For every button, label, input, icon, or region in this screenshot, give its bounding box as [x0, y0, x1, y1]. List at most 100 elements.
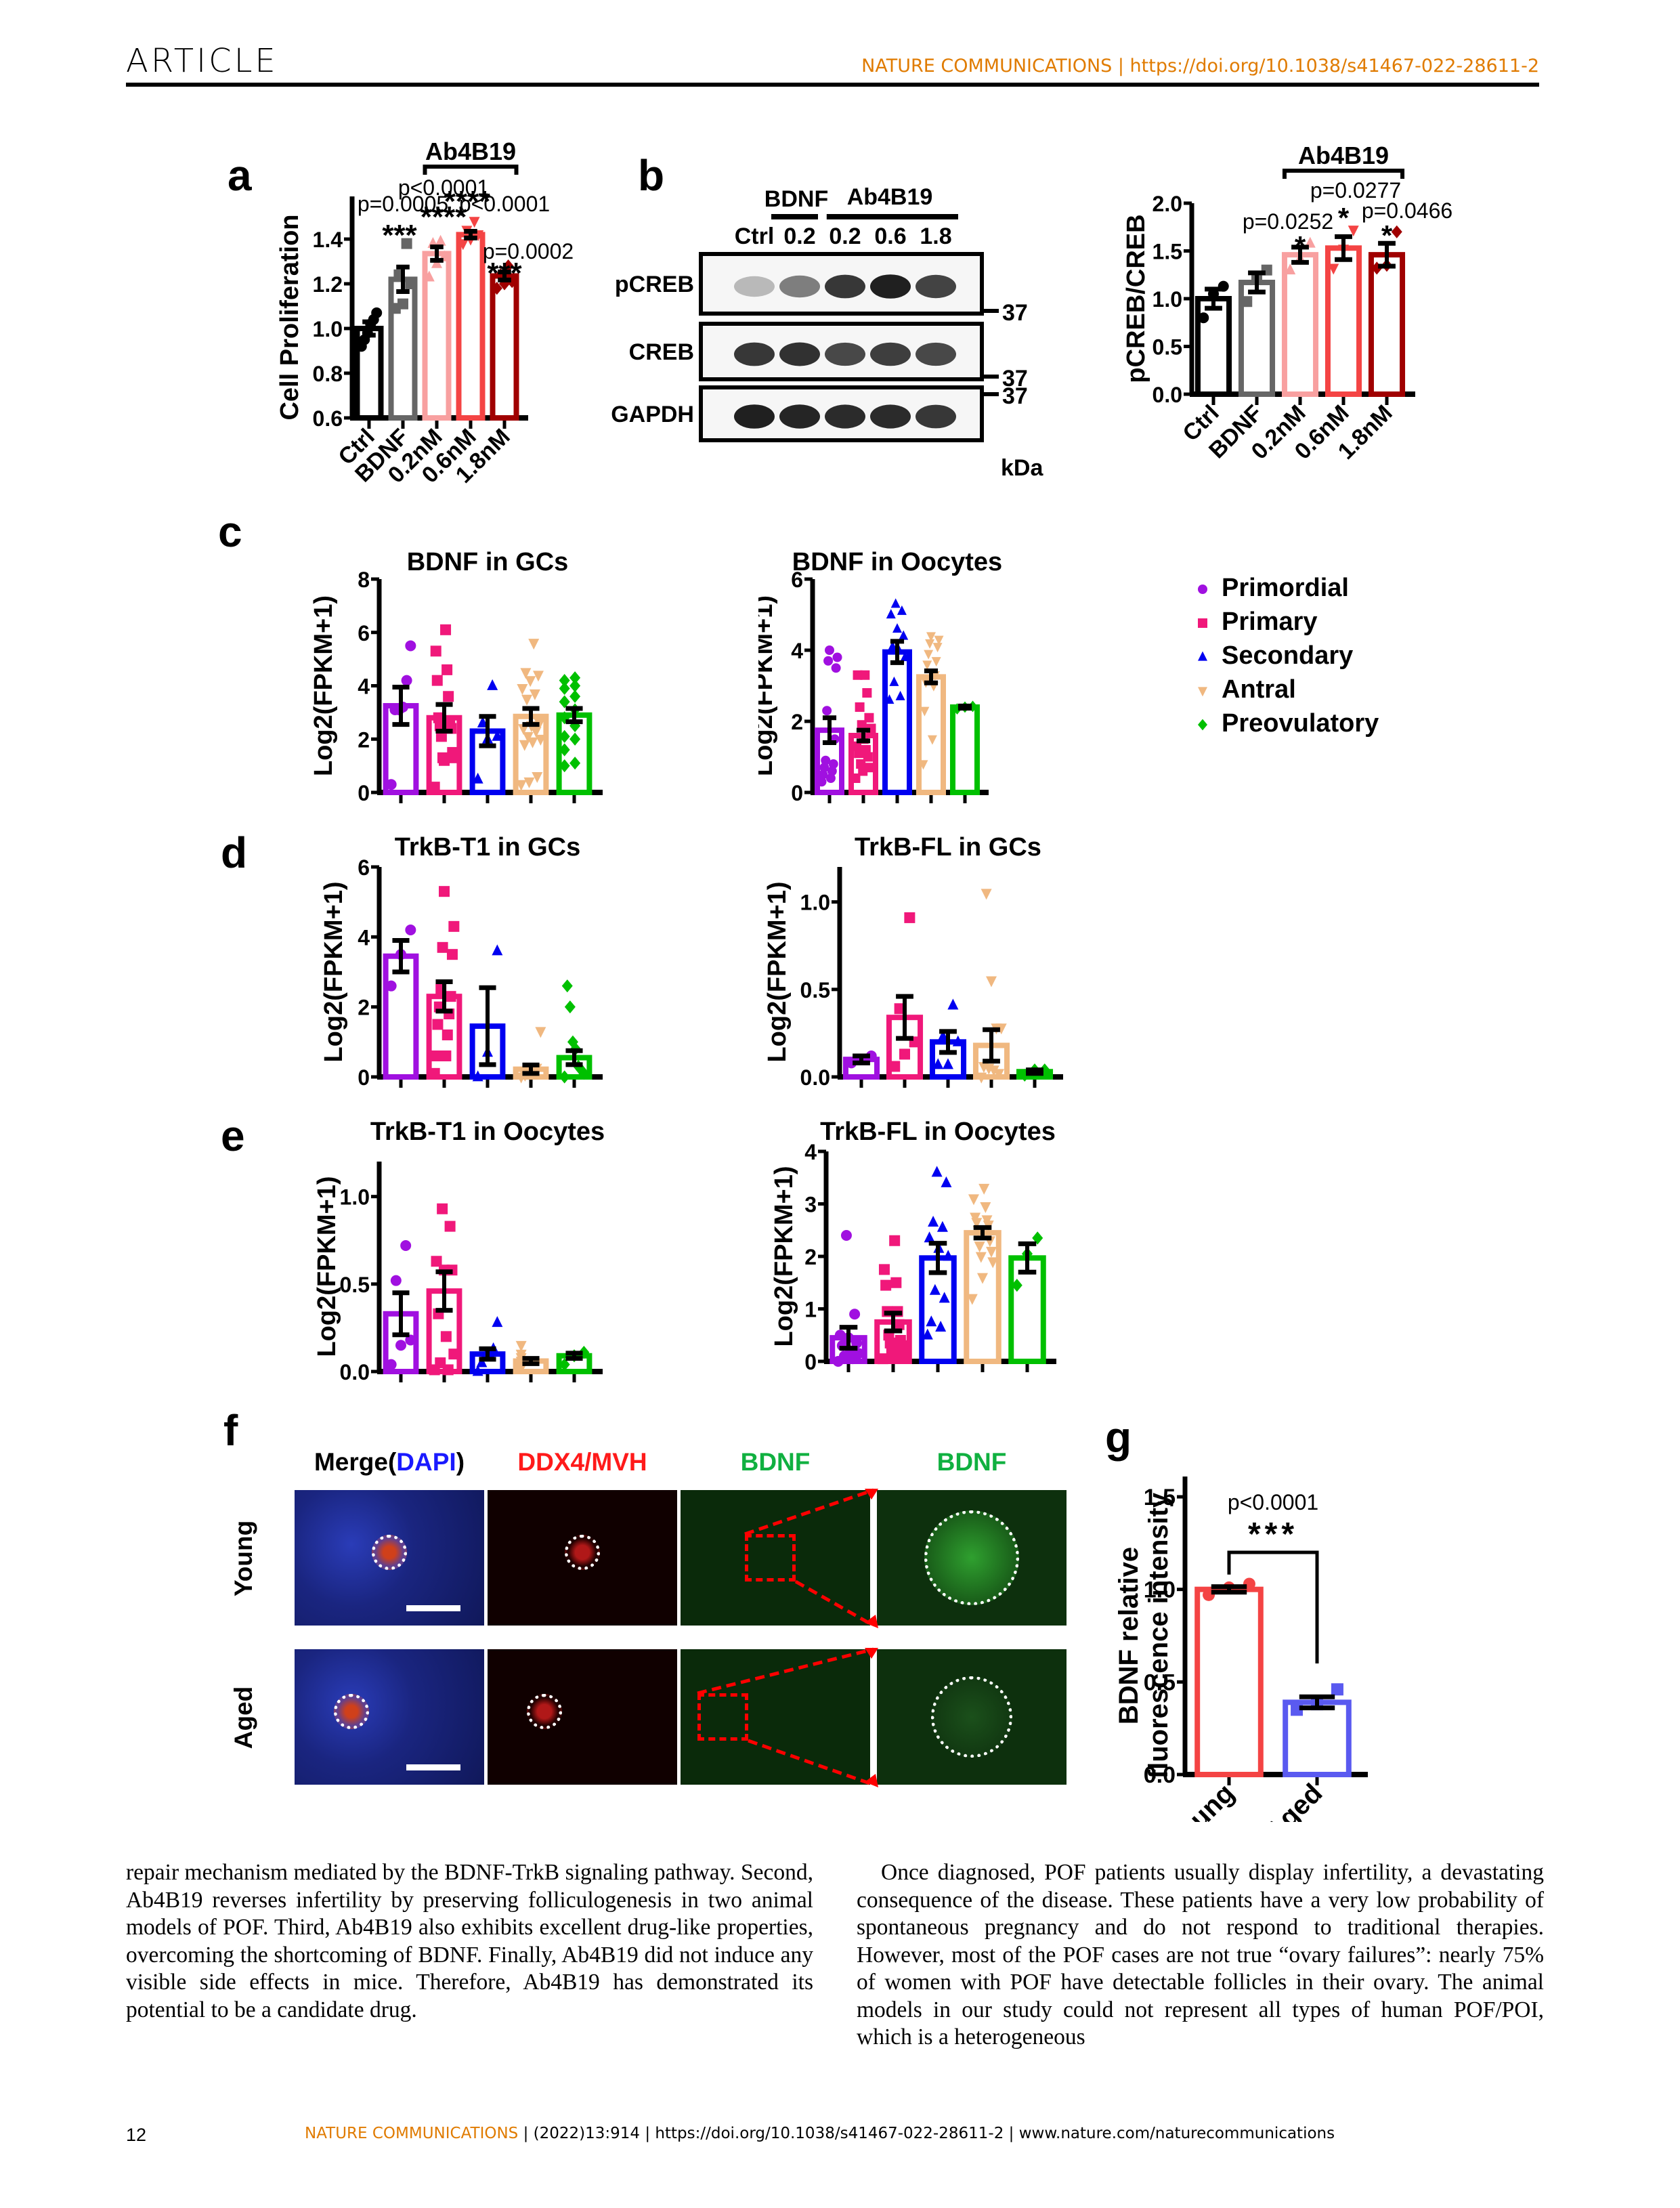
data-point	[929, 1283, 941, 1295]
blot-band	[870, 342, 911, 366]
y-axis-label: Log2(FPKM+1)	[309, 595, 338, 776]
data-point	[819, 763, 830, 773]
data-point	[924, 1231, 935, 1243]
data-point	[855, 702, 865, 712]
micrograph-tile	[877, 1490, 1067, 1626]
legend-label: Antral	[1222, 675, 1296, 704]
y-tick-label: 0	[804, 1350, 817, 1374]
blot-band	[916, 274, 956, 299]
data-point	[1371, 261, 1383, 275]
blot-band	[825, 404, 865, 429]
data-point	[987, 1257, 999, 1269]
oocyte-outline	[372, 1535, 407, 1570]
p-value-label: p=0.0466	[1362, 198, 1452, 223]
data-point	[535, 734, 546, 746]
data-point	[986, 976, 997, 988]
p-value-label: p=0.0252	[1243, 209, 1333, 234]
zoom-arrow	[697, 1647, 874, 1695]
point-group	[932, 998, 964, 1069]
data-point	[578, 1345, 590, 1359]
data-point	[440, 1331, 452, 1342]
data-point	[880, 1279, 892, 1291]
y-tick-label: 4	[358, 925, 370, 950]
blot-band	[734, 342, 775, 366]
data-point	[924, 650, 934, 660]
y-tick-label: 1.0	[800, 891, 830, 915]
data-point	[431, 675, 443, 686]
data-point	[530, 727, 542, 738]
point-group	[966, 1183, 999, 1305]
lane-label: 1.8	[920, 224, 951, 249]
data-point	[371, 307, 383, 318]
data-point	[922, 660, 932, 671]
data-point	[437, 941, 448, 953]
data-point	[893, 1319, 905, 1330]
data-point	[564, 1000, 576, 1014]
journal-doi-header[interactable]: NATURE COMMUNICATIONS | https://doi.org/…	[861, 56, 1539, 77]
oocyte-outline	[527, 1694, 562, 1729]
channel-header-part: BDNF	[936, 1448, 1007, 1476]
data-point	[440, 1050, 452, 1061]
data-point	[576, 1063, 587, 1077]
data-point	[515, 780, 527, 791]
y-tick-label: 0.0	[340, 1360, 370, 1384]
y-tick-label: 0.0	[1153, 383, 1182, 407]
y-tick-label: 4	[804, 1140, 817, 1164]
data-point	[561, 979, 573, 993]
data-point	[492, 1316, 503, 1328]
data-point	[888, 641, 898, 651]
data-point	[1019, 1068, 1031, 1082]
data-point	[397, 298, 408, 310]
blot-band	[779, 404, 820, 429]
legend-marker	[1198, 687, 1207, 697]
data-point	[385, 980, 397, 992]
y-tick-label: 2	[791, 710, 803, 734]
body-text-left-column: repair mechanism mediated by the BDNF-Tr…	[126, 1859, 813, 2024]
blot-row-label: CREB	[629, 339, 694, 365]
data-point	[492, 729, 503, 741]
data-point	[943, 1058, 953, 1069]
data-point	[443, 691, 454, 702]
channel-header-part: Merge(	[314, 1448, 397, 1476]
data-point	[448, 1349, 460, 1360]
data-point	[432, 1019, 444, 1030]
bar	[456, 232, 486, 421]
micrograph-tile	[681, 1490, 870, 1626]
data-point	[986, 1246, 997, 1258]
data-point	[520, 668, 532, 679]
data-point	[395, 1340, 406, 1351]
zoom-arrow	[748, 1739, 874, 1787]
data-point	[401, 675, 412, 686]
point-group	[472, 1316, 503, 1376]
footer-citation[interactable]: | (2022)13:914 | https://doi.org/10.1038…	[518, 2125, 1335, 2142]
data-point	[405, 278, 416, 289]
y-tick-label: 0.5	[1144, 1670, 1176, 1695]
y-tick-label: 0.0	[800, 1065, 830, 1090]
data-point	[821, 755, 831, 765]
y-axis-label: fluorescence intensity	[1144, 1492, 1173, 1779]
point-group	[846, 1050, 877, 1069]
y-tick-label: 1.2	[313, 272, 343, 297]
legend-label: Primary	[1222, 608, 1318, 636]
data-point	[445, 991, 456, 1002]
data-point	[886, 609, 896, 619]
blot-band	[825, 342, 865, 366]
data-point	[918, 760, 928, 770]
blot-group-label: BDNF	[764, 186, 828, 212]
data-point	[981, 889, 992, 900]
data-point	[559, 674, 570, 687]
data-point	[853, 670, 863, 680]
y-tick-label: 1	[804, 1298, 817, 1322]
data-point	[405, 640, 416, 652]
data-point	[405, 925, 416, 935]
blot-row-label: GAPDH	[611, 402, 694, 427]
data-point	[1285, 263, 1296, 275]
data-point	[941, 1176, 952, 1187]
micrograph-tile	[877, 1649, 1067, 1785]
p-value-label: p=0.0002	[483, 239, 574, 263]
